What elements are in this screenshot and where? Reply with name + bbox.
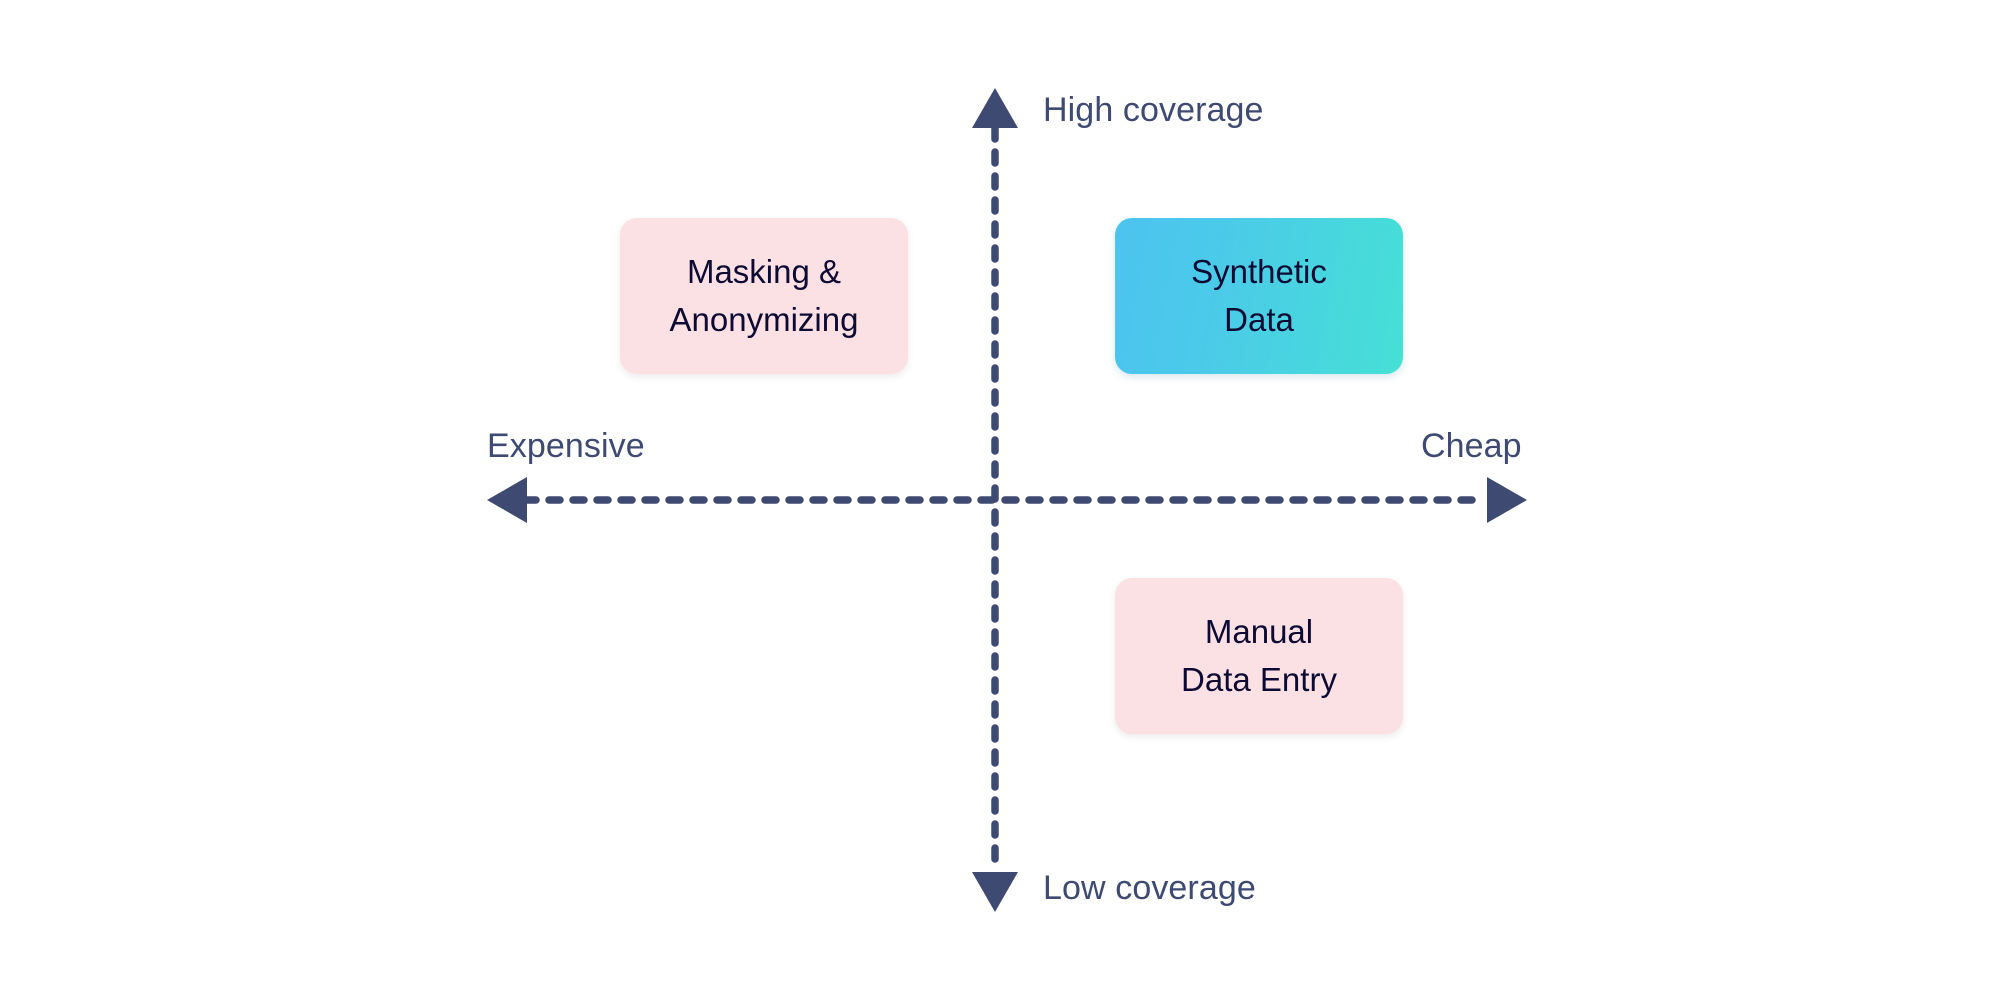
axis-arrow-down-icon bbox=[972, 872, 1018, 912]
axis-label-cheap: Cheap bbox=[1421, 427, 1522, 465]
axis-label-high-coverage: High coverage bbox=[1043, 91, 1264, 129]
quadrant-item-masking-anonymizing[interactable]: Masking & Anonymizing bbox=[620, 218, 908, 374]
axis-arrow-right-icon bbox=[1487, 477, 1527, 523]
axis-label-expensive: Expensive bbox=[487, 427, 645, 465]
axis-label-low-coverage: Low coverage bbox=[1043, 869, 1256, 907]
quadrant-item-manual-data-entry[interactable]: Manual Data Entry bbox=[1115, 578, 1403, 734]
axis-arrow-left-icon bbox=[487, 477, 527, 523]
axis-arrow-up-icon bbox=[972, 88, 1018, 128]
quadrant-item-synthetic-data[interactable]: Synthetic Data bbox=[1115, 218, 1403, 374]
